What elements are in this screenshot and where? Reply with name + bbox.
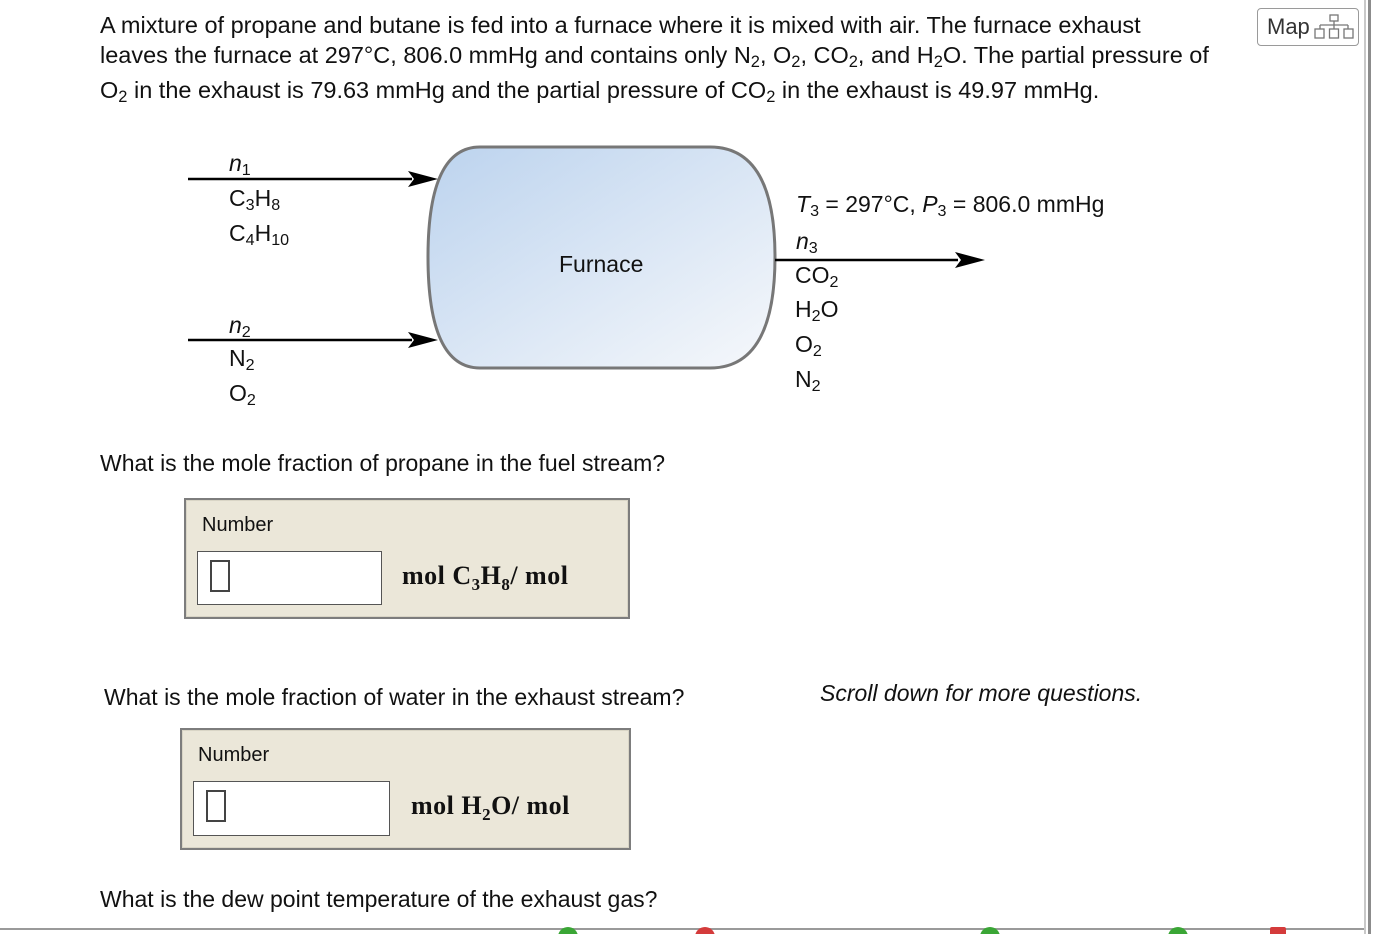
- question-1-input-cursor: [210, 560, 230, 592]
- question-2-input-cursor: [206, 790, 226, 822]
- outlet-n2: N2: [795, 366, 821, 395]
- problem-line-1: A mixture of propane and butane is fed i…: [100, 12, 1141, 38]
- inlet-1-flow-label: n1: [229, 150, 251, 179]
- outlet-h2o: H2O: [795, 296, 839, 325]
- question-1-number-input[interactable]: [197, 551, 382, 605]
- furnace-vessel: [426, 145, 777, 370]
- map-button[interactable]: Map: [1257, 8, 1359, 46]
- previous-icon[interactable]: [558, 927, 578, 934]
- furnace-label: Furnace: [559, 251, 644, 277]
- problem-line-3: O2 in the exhaust is 79.63 mmHg and the …: [100, 77, 1100, 106]
- question-2-number-input[interactable]: [193, 781, 390, 836]
- question-2-text: What is the mole fraction of water in th…: [104, 684, 685, 710]
- inlet-1-propane: C3H8: [229, 185, 281, 214]
- question-1-number-label: Number: [202, 514, 274, 536]
- question-3-text: What is the dew point temperature of the…: [100, 886, 658, 912]
- inlet-2-nitrogen: N2: [229, 345, 255, 374]
- question-2-unit: mol H2O/ mol: [411, 791, 570, 824]
- outlet-flow-label: n3: [796, 228, 818, 257]
- problem-line-2: leaves the furnace at 297°C, 806.0 mmHg …: [100, 42, 1209, 71]
- question-2-answer-box: Number mol H2O/ mol: [180, 728, 631, 850]
- outlet-o2: O2: [795, 331, 822, 360]
- inlet-2-oxygen: O2: [229, 380, 256, 409]
- inlet-1-butane: C4H10: [229, 220, 290, 249]
- exit-icon[interactable]: [1270, 927, 1286, 934]
- inlet-2-flow-label: n2: [229, 312, 251, 341]
- question-2-number-label: Number: [198, 744, 270, 766]
- bottom-toolbar: [0, 927, 1364, 934]
- next-icon[interactable]: [1168, 927, 1188, 934]
- process-diagram: [188, 145, 985, 370]
- problem-statement: A mixture of propane and butane is fed i…: [100, 9, 1285, 106]
- question-1-answer-box: Number mol C3H8/ mol: [184, 498, 630, 619]
- outlet-conditions: T3 = 297°C, P3 = 806.0 mmHg: [796, 191, 1105, 220]
- question-1-unit: mol C3H8/ mol: [402, 561, 569, 594]
- question-1-text: What is the mole fraction of propane in …: [100, 450, 666, 476]
- give-up-icon[interactable]: [695, 927, 715, 934]
- scroll-note: Scroll down for more questions.: [820, 680, 1143, 706]
- outlet-co2: CO2: [795, 262, 839, 291]
- map-button-label: Map: [1267, 14, 1310, 39]
- check-answer-icon[interactable]: [980, 927, 1000, 934]
- sitemap-icon: [1314, 14, 1354, 39]
- scroll-border: [1364, 0, 1378, 934]
